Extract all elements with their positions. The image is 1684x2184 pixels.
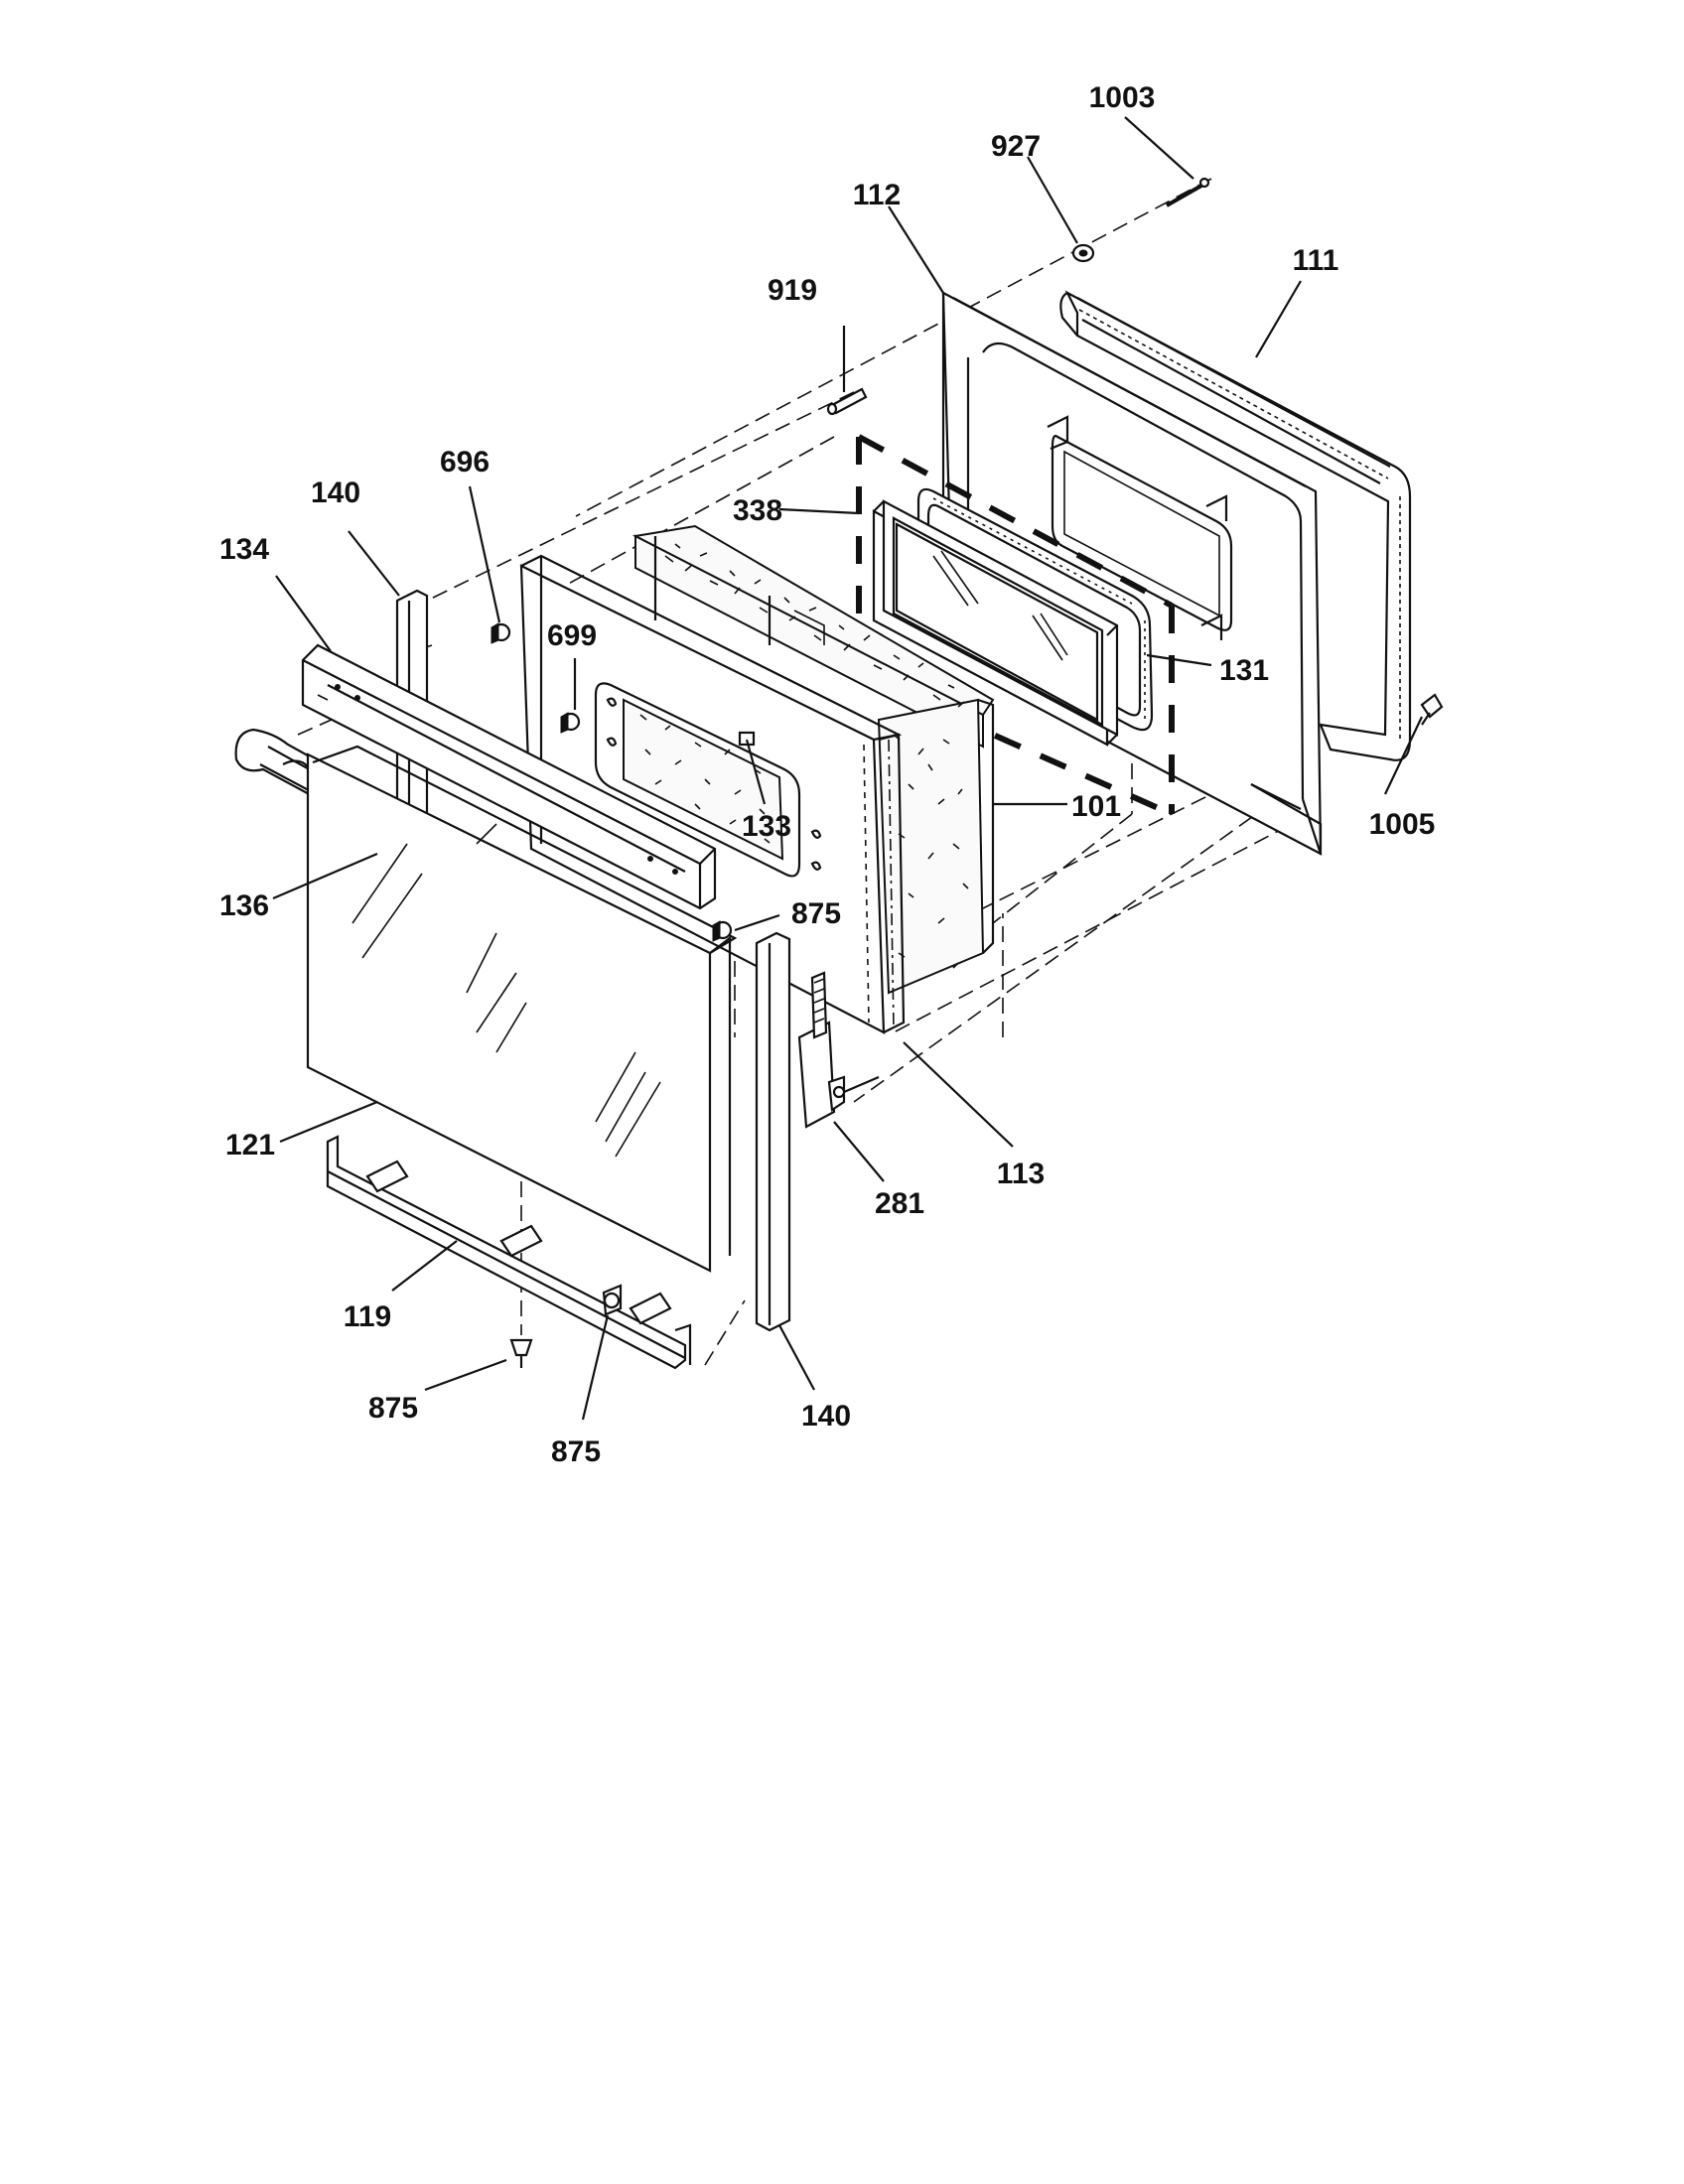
label-699: 699 xyxy=(547,619,597,652)
door-liner-insulation-101 xyxy=(632,524,995,995)
outer-door-glass-121 xyxy=(306,745,738,1273)
door-trim-134 xyxy=(301,643,717,910)
label-133: 133 xyxy=(742,810,791,843)
label-121: 121 xyxy=(225,1129,275,1161)
inner-window-glass-113 xyxy=(872,499,1119,747)
screw-875-lower-left xyxy=(509,1338,533,1368)
label-696: 696 xyxy=(440,446,490,478)
screw-696 xyxy=(491,622,511,644)
label-919: 919 xyxy=(768,274,817,307)
label-1005: 1005 xyxy=(1369,808,1436,841)
label-1003: 1003 xyxy=(1089,81,1156,114)
insulation-texture xyxy=(664,543,969,969)
part-labels: 1003 927 112 111 919 696 140 338 134 699… xyxy=(219,81,1435,1468)
label-875-lower-left: 875 xyxy=(368,1392,418,1425)
bottom-trim-119 xyxy=(326,1135,692,1370)
screw-1005 xyxy=(1420,693,1444,726)
label-131: 131 xyxy=(1219,654,1269,687)
label-101: 101 xyxy=(1071,790,1121,823)
door-hinge-281 xyxy=(797,971,880,1129)
label-281: 281 xyxy=(875,1187,924,1220)
label-875-upper: 875 xyxy=(791,897,841,930)
label-875-lower-right: 875 xyxy=(551,1435,601,1468)
label-134: 134 xyxy=(219,533,269,566)
screw-699 xyxy=(560,712,581,734)
label-119: 119 xyxy=(344,1300,391,1333)
stop-pin-919 xyxy=(826,387,868,416)
screw-1003 xyxy=(1166,177,1210,207)
leader-lines xyxy=(272,116,1423,1421)
label-140-rear: 140 xyxy=(311,477,360,509)
label-140-front: 140 xyxy=(801,1400,851,1433)
label-111: 111 xyxy=(1293,244,1339,277)
label-113: 113 xyxy=(997,1158,1045,1190)
label-112: 112 xyxy=(853,179,901,211)
label-927: 927 xyxy=(991,130,1041,163)
door-gasket-111 xyxy=(1059,290,1412,761)
label-136: 136 xyxy=(219,889,269,922)
door-channel-140-front xyxy=(755,931,791,1332)
washer-927 xyxy=(1071,243,1095,263)
label-338: 338 xyxy=(733,494,782,527)
screw-875-lower-right xyxy=(602,1284,623,1316)
screw-875-upper xyxy=(712,920,733,942)
